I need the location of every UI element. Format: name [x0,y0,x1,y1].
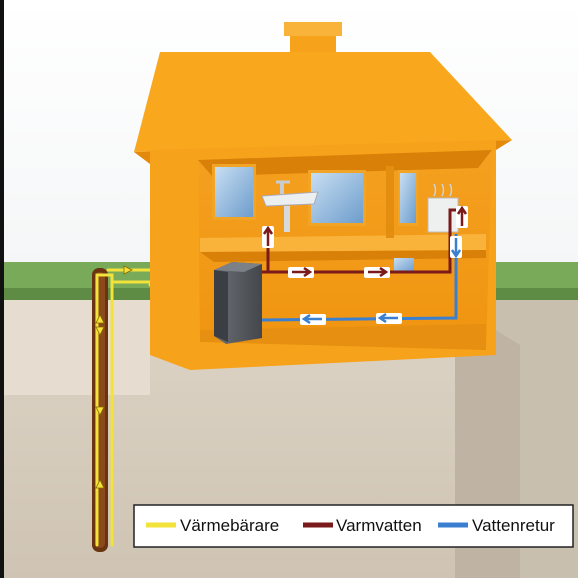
left-border [0,0,4,578]
sink [261,180,319,232]
legend-label-hot-water: Varmvatten [336,516,422,535]
return-water-arrows [300,236,462,325]
interior-ceiling [198,150,492,176]
legend-label-heat-carrier: Värmebärare [180,516,279,535]
legend-box [133,504,574,548]
legend: Värmebärare Varmvatten Vattenretur [133,504,574,548]
legend-label-return-water: Vattenretur [472,516,555,535]
window-lower [394,258,414,272]
window-middle [308,170,366,226]
legend-item-hot-water: Varmvatten [303,516,422,535]
legend-item-heat-carrier: Värmebärare [146,516,279,535]
floor-divider-shadow [200,250,486,262]
soil-band [4,300,150,395]
interior-floor [200,324,486,350]
window-right [398,170,418,226]
heat-pump-unit [214,262,262,344]
legend-item-return-water: Vattenretur [438,516,555,535]
return-water-pipes [261,234,458,322]
chimney-cap [284,22,342,36]
radiator [427,183,459,233]
hot-water-arrows [262,205,468,278]
window-left [212,164,256,220]
partition-wall [386,166,394,238]
roof [134,52,512,152]
